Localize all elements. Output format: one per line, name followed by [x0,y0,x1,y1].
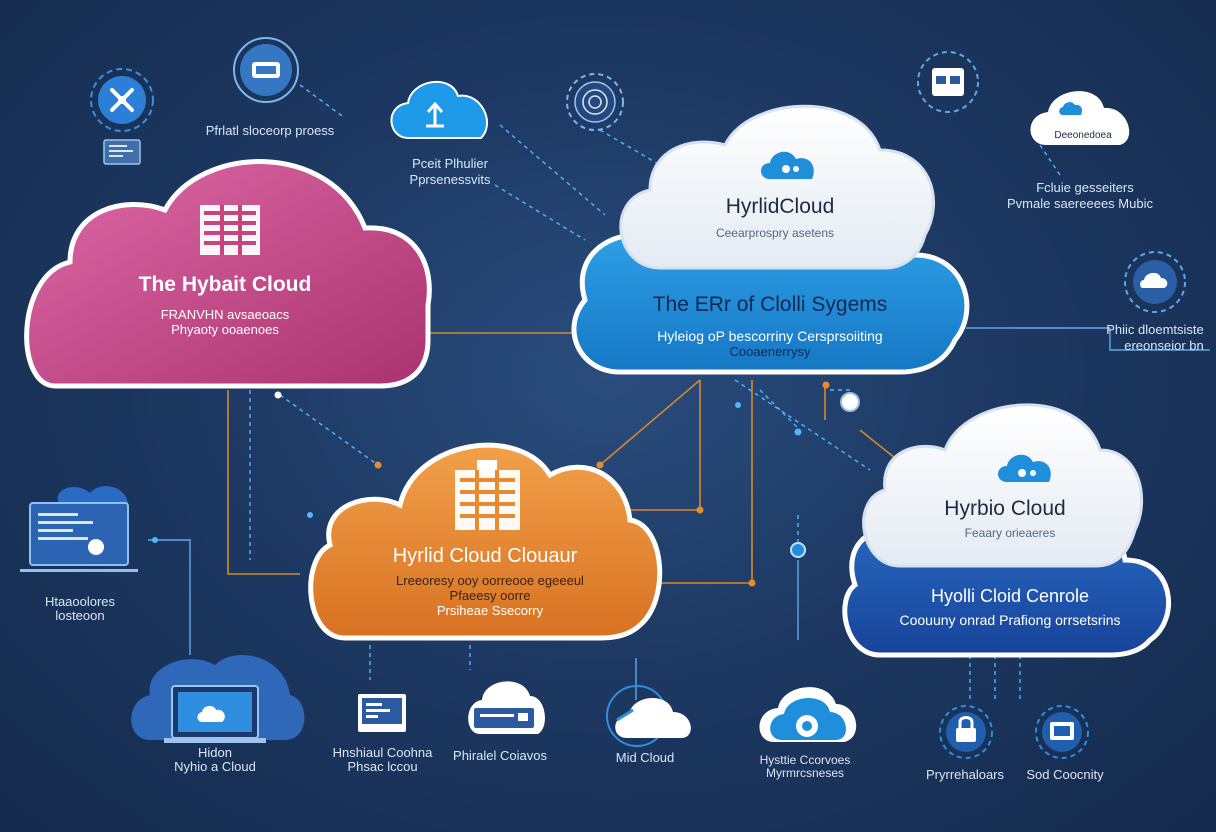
white-right-cloud-line1: Feaary orieaeres [964,526,1056,540]
label-bottom-2-2: Phsac lccou [347,759,418,774]
label-bottom-5-2: Myrmrcsneses [765,766,844,780]
blue-cloud-line1: Hyleiog oP bescorriny Cersprsoiiting [657,328,883,344]
label-bottom-5-1: Hysttie Ccorvoes [759,753,851,767]
white-right-cloud-title: Hyrbio Cloud [944,497,1066,520]
code-window-icon [20,486,138,572]
cloud-orange [308,442,663,641]
label-top-mid-1: Pceit Plhulier [412,156,488,171]
white-top-cloud-line1: Ceearprospry asetens [715,226,835,240]
white-top-cloud-title: HyrlidCloud [725,195,835,218]
navy-cloud-title: Hyolli Cloid Cenrole [930,586,1090,606]
hardware-icon [233,37,299,103]
building-icon [455,460,520,530]
label-right-3: Phiic dloemtsiste [1106,322,1204,337]
label-top-left: Pfrlatl sloceorp proess [205,123,335,138]
label-left-2: losteoon [55,608,105,623]
label-top-right-box: Deeonedoea [1054,130,1112,141]
cloud-icon [761,151,814,179]
cloud-icon [998,454,1051,482]
cloud-white-top [619,104,935,270]
cloud-icon [1030,91,1130,145]
label-bottom-3: Phiralel Coiavos [453,748,547,763]
pink-cloud-line1: FRANVHN avsaeoacs [160,307,290,322]
tools-icon [90,68,154,132]
cloud-icon [606,685,691,747]
pink-cloud-line2: Phyaoty ooaenoes [171,322,279,337]
label-bottom-4: Mid Cloud [615,750,675,765]
pink-cloud-title: The Hybait Cloud [138,273,312,296]
robot-icon [759,687,857,742]
cloud-upload-icon [390,80,488,139]
label-bottom-laptop-1: Hidon [198,745,232,760]
orange-cloud-line3: Prsiheae Ssecorry [436,603,544,618]
gear-icon [1124,251,1186,313]
blue-cloud-line2: Cooaenerrysy [729,344,811,359]
label-bottom-laptop-2: Nyhio a Cloud [174,759,256,774]
storage-icon [468,681,545,734]
lock-icon [939,705,993,759]
label-left-1: Htaaoolores [44,594,116,609]
orange-cloud-title: Hyrlid Cloud Clouaur [392,545,578,567]
building-icon [200,205,260,255]
label-right-1: Fcluie gesseiters [1036,180,1134,195]
server-icon [917,51,979,113]
label-top-mid-2: Pprsenessvits [409,172,491,187]
orange-cloud-line2: Pfaeesy oorre [449,588,531,603]
cloud-white-right [862,403,1143,568]
navy-cloud-line1: Coouuny onrad Prafiong orrsetsrins [899,612,1121,628]
label-bottom-2-1: Hnshiaul Coohna [332,745,433,760]
terminal-icon [103,139,141,165]
label-right-2: Pvmale saereeees Mubic [1007,196,1153,211]
laptop-icon [131,655,305,743]
blue-cloud-title: The ERr of Clolli Sygems [652,293,888,316]
label-bottom-7: Sod Coocnity [1026,767,1104,782]
fingerprint-icon [566,73,624,131]
label-bottom-6: Pryrrehaloars [925,767,1005,782]
connector-dots [152,381,860,587]
orange-cloud-line1: Lreeoresy ooy oorreooe egeeeul [396,573,584,588]
monitor-icon [1035,705,1089,759]
label-right-4: ereonseior bn [1124,338,1204,353]
cloud-pink [24,159,432,389]
monitor-icon [358,694,406,732]
